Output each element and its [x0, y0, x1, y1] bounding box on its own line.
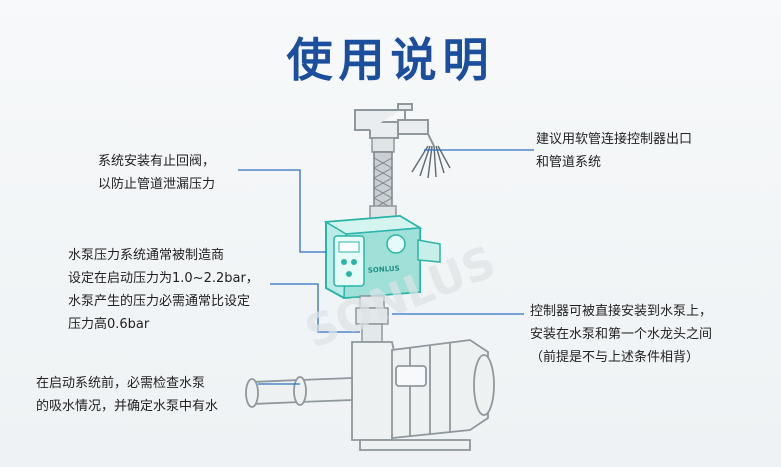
note-hose-connection: 建议用软管连接控制器出口 和管道系统	[536, 128, 692, 174]
braided-hose	[369, 137, 397, 221]
controller-brand-label: SONLUS	[368, 264, 400, 274]
water-pump	[245, 339, 495, 451]
note-pump-pressure: 水泵压力系统通常被制造商 设定在启动压力为1.0~2.2bar， 水泵产生的压力…	[68, 244, 259, 336]
faucet-illustration	[354, 103, 435, 147]
note-line: 建议用软管连接控制器出口	[536, 132, 693, 147]
pressure-controller: SONLUS	[323, 214, 441, 300]
note-line: 在启动系统前，必需检查水泵	[36, 376, 206, 391]
note-line: 的吸水情况，并确定水泵中有水	[36, 399, 219, 414]
note-pre-start-check: 在启动系统前，必需检查水泵 的吸水情况，并确定水泵中有水	[36, 372, 218, 418]
note-line: 和管道系统	[536, 155, 602, 170]
note-install-position: 控制器可被直接安装到水泵上， 安装在水泵和第一个水龙头之间 （前提是不与上述条件…	[530, 300, 712, 369]
note-line: 水泵压力系统通常被制造商	[68, 248, 225, 263]
note-line: 安装在水泵和第一个水龙头之间	[530, 327, 713, 342]
water-spray-icon	[411, 145, 451, 179]
note-line: 系统安装有止回阀，	[98, 154, 216, 169]
note-line: 设定在启动压力为1.0~2.2bar，	[68, 271, 259, 286]
leader-lines	[238, 149, 534, 385]
note-line: 控制器可被直接安装到水泵上，	[530, 304, 713, 319]
pipe-connector	[355, 295, 389, 343]
note-line: 压力高0.6bar	[68, 317, 150, 332]
note-line: 以防止管道泄漏压力	[98, 177, 216, 192]
page-title: 使用说明	[286, 33, 495, 87]
note-line: 水泵产生的压力必需通常比设定	[68, 294, 251, 309]
note-line: （前提是不与上述条件相背）	[530, 350, 700, 365]
note-check-valve: 系统安装有止回阀， 以防止管道泄漏压力	[98, 150, 215, 196]
